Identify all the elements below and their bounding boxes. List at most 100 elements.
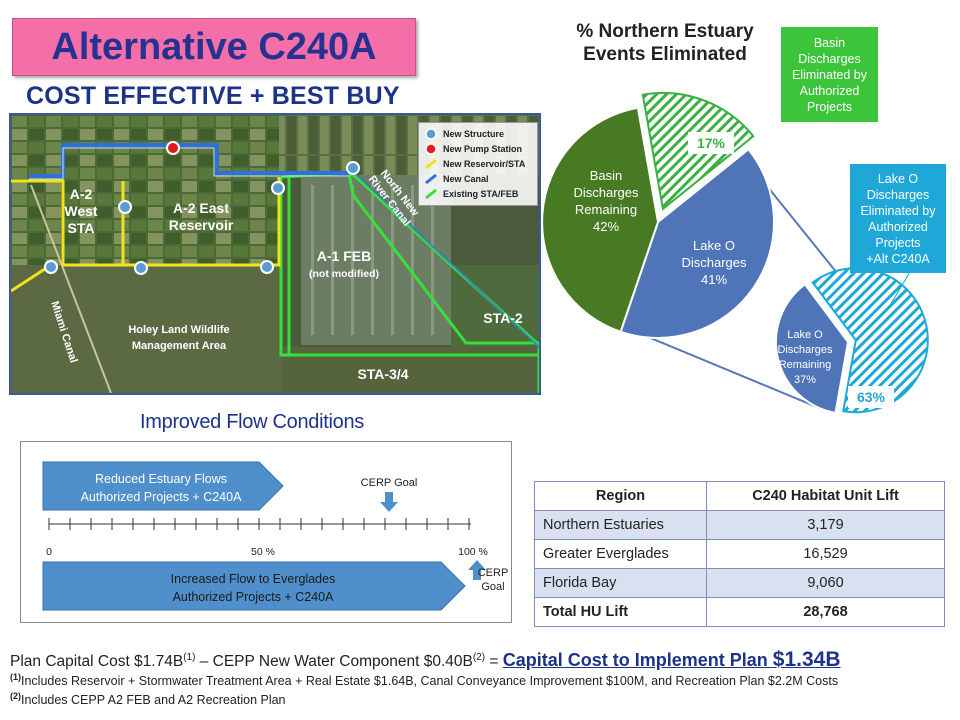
table-total-value: 28,768	[706, 597, 945, 627]
callout-lake-eliminated: Lake O Discharges Eliminated by Authoriz…	[850, 164, 946, 273]
table-total-label: Total HU Lift	[534, 597, 707, 627]
map-label-a2-west: A-2	[70, 186, 93, 202]
label-lake-remaining: Lake O	[787, 329, 823, 341]
label-basin-remaining-3: Remaining	[575, 202, 637, 217]
label-lake-remaining-pct: 37%	[794, 374, 816, 386]
table-total-row: Total HU Lift 28,768	[534, 597, 945, 627]
cost-plan-capital: Plan Capital Cost $1.74B	[10, 653, 184, 670]
label-lake-o-pct: 41%	[701, 272, 727, 287]
habitat-unit-table: Region C240 Habitat Unit Lift Northern E…	[534, 481, 945, 627]
callout-blue-line: Eliminated by	[860, 203, 936, 218]
label-lake-o-2: Discharges	[681, 255, 747, 270]
map-label-reservoir: Reservoir	[169, 217, 234, 233]
axis-tick-50: 50 %	[251, 546, 275, 558]
footnote-ref-2: (2)	[472, 651, 486, 663]
cost-cepp: – CEPP New Water Component $0.40B	[195, 653, 473, 670]
flow-title: Improved Flow Conditions	[140, 411, 365, 433]
map-label-not-modified: (not modified)	[309, 268, 379, 280]
table-row: Florida Bay 9,060	[534, 568, 945, 598]
reduced-flow-label: Reduced Estuary Flows	[95, 472, 227, 486]
table-cell-value: 3,179	[706, 510, 945, 540]
footnote-2-ref: (2)	[10, 691, 21, 701]
label-lake-remaining-3: Remaining	[779, 359, 832, 371]
pie-slice-basin-remaining	[541, 106, 660, 334]
cerp-goal-right-label-2: Goal	[481, 581, 504, 593]
callout-blue-line: +Alt C240A	[866, 251, 930, 266]
footnote-2-text: Includes CEPP A2 FEB and A2 Recreation P…	[21, 693, 286, 708]
flow-diagram: Reduced Estuary Flows Authorized Project…	[20, 441, 512, 623]
map-label-sta34: STA-3/4	[357, 366, 408, 382]
label-green-pct: 17%	[697, 135, 726, 151]
label-lake-remaining-2: Discharges	[777, 344, 833, 356]
label-lake-o: Lake O	[693, 238, 735, 253]
table-header-lift: C240 Habitat Unit Lift	[706, 481, 945, 511]
page-title: Alternative C240A	[51, 25, 377, 68]
map-label-a1-feb: A-1 FEB	[317, 248, 371, 264]
pie-chart-title: % Northern Estuary Events Eliminated	[576, 21, 754, 65]
pie-chart: Basin Discharges Remaining 42% Lake O Di…	[541, 87, 929, 415]
cost-summary: Plan Capital Cost $1.74B(1) – CEPP New W…	[10, 648, 841, 672]
reduced-flow-sublabel: Authorized Projects + C240A	[81, 490, 243, 504]
legend-label-pump: New Pump Station	[443, 144, 522, 154]
cost-implement-plan: Capital Cost to Implement Plan $1.34B	[502, 648, 841, 671]
cerp-goal-right-label: CERP	[478, 567, 509, 579]
callout-green-line: Basin	[813, 35, 846, 50]
footnote-ref-1: (1)	[183, 651, 196, 663]
page-subtitle: COST EFFECTIVE + BEST BUY	[26, 82, 400, 110]
label-blue-pct: 63%	[857, 389, 886, 405]
table-cell-region: Northern Estuaries	[534, 510, 707, 540]
breakout-connector-bottom	[649, 336, 824, 411]
table-cell-region: Florida Bay	[534, 568, 707, 598]
cost-implement-value: $1.34B	[772, 648, 841, 671]
label-basin-remaining-pct: 42%	[593, 219, 619, 234]
cerp-goal-top-label: CERP Goal	[361, 477, 418, 489]
table-cell-value: 16,529	[706, 539, 945, 569]
map-label-holey-land: Holey Land Wildlife	[128, 324, 229, 336]
increased-flow-label: Increased Flow to Everglades	[171, 572, 336, 586]
axis-tick-0: 0	[46, 546, 52, 558]
map-label-management-area: Management Area	[132, 340, 227, 352]
table-header-region: Region	[534, 481, 707, 511]
callout-blue-line: Projects	[875, 235, 921, 250]
cost-implement-label: Capital Cost to Implement Plan	[502, 650, 773, 670]
label-basin-remaining-2: Discharges	[573, 185, 639, 200]
legend-label-reservoir: New Reservoir/STA	[443, 159, 526, 169]
callout-green-line: Discharges	[798, 51, 861, 66]
increased-flow-arrow	[42, 561, 466, 611]
title-banner: Alternative C240A	[12, 18, 416, 76]
legend-pump-icon	[425, 143, 437, 155]
legend-reservoir-icon	[425, 158, 437, 170]
callout-basin-eliminated: Basin Discharges Eliminated by Authorize…	[781, 27, 878, 122]
callout-green-line: Eliminated by	[791, 67, 868, 82]
axis-tick-100: 100 %	[458, 546, 488, 558]
legend-label-structure: New Structure	[443, 129, 504, 139]
map-label-a2-east: A-2 East	[173, 200, 229, 216]
table-row: Greater Everglades 16,529	[534, 539, 945, 569]
breakout-connector-top	[768, 188, 837, 272]
callout-green-line: Authorized	[799, 83, 860, 98]
callout-blue-line: Lake O	[877, 171, 919, 186]
pie-slice-lake-o	[619, 147, 776, 339]
legend-sta-icon	[425, 188, 437, 200]
legend-structure-icon	[425, 128, 437, 140]
pie-slice-lake-remaining	[775, 282, 850, 415]
table-cell-value: 9,060	[706, 568, 945, 598]
reduced-flow-arrow	[42, 461, 284, 511]
legend-label-canal: New Canal	[443, 174, 489, 184]
cerp-goal-down-arrow-icon	[380, 492, 398, 512]
increased-flow-sublabel: Authorized Projects + C240A	[173, 590, 335, 604]
legend-canal-icon	[425, 173, 437, 185]
label-basin-remaining: Basin	[590, 168, 623, 183]
footnote-1-text: Includes Reservoir + Stormwater Treatmen…	[21, 674, 839, 689]
table-cell-region: Greater Everglades	[534, 539, 707, 569]
table-row: Northern Estuaries 3,179	[534, 510, 945, 540]
cerp-goal-up-arrow-icon	[468, 560, 486, 580]
footnote-1-ref: (1)	[10, 672, 21, 682]
footnote-2: (2)Includes CEPP A2 FEB and A2 Recreatio…	[10, 691, 286, 707]
map-label-a2-west-line2: West	[64, 203, 98, 219]
map-label-sta2: STA-2	[483, 310, 523, 326]
footnote-1: (1)Includes Reservoir + Stormwater Treat…	[10, 672, 838, 688]
callout-blue-line: Discharges	[866, 187, 930, 202]
callout-blue-line: Authorized	[868, 219, 928, 234]
map-legend: New Structure New Pump Station New Reser…	[418, 122, 538, 206]
